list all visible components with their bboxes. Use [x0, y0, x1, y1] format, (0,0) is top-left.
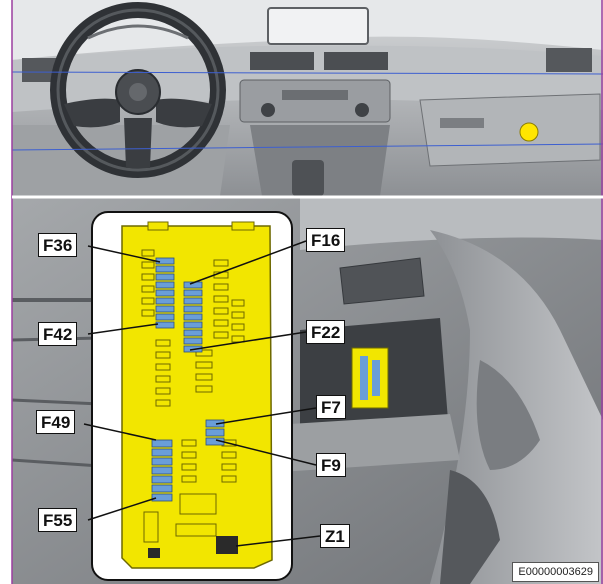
dashboard-overview-panel	[12, 0, 603, 196]
fuse-label-f22: F22	[306, 320, 345, 344]
fuse-label-f36: F36	[38, 233, 77, 257]
fuse-label-f9: F9	[316, 453, 346, 477]
fuse-label-f16: F16	[306, 228, 345, 252]
fuse-label-f42: F42	[38, 322, 77, 346]
document-id: E00000003629	[512, 562, 599, 582]
fuse-box-callout	[92, 212, 292, 580]
fuse-label-f7: F7	[316, 395, 346, 419]
relay-label-z1: Z1	[320, 524, 350, 548]
fuse-label-f55: F55	[38, 508, 77, 532]
fuse-label-f49: F49	[36, 410, 75, 434]
fuse-box-location-marker	[520, 123, 538, 141]
